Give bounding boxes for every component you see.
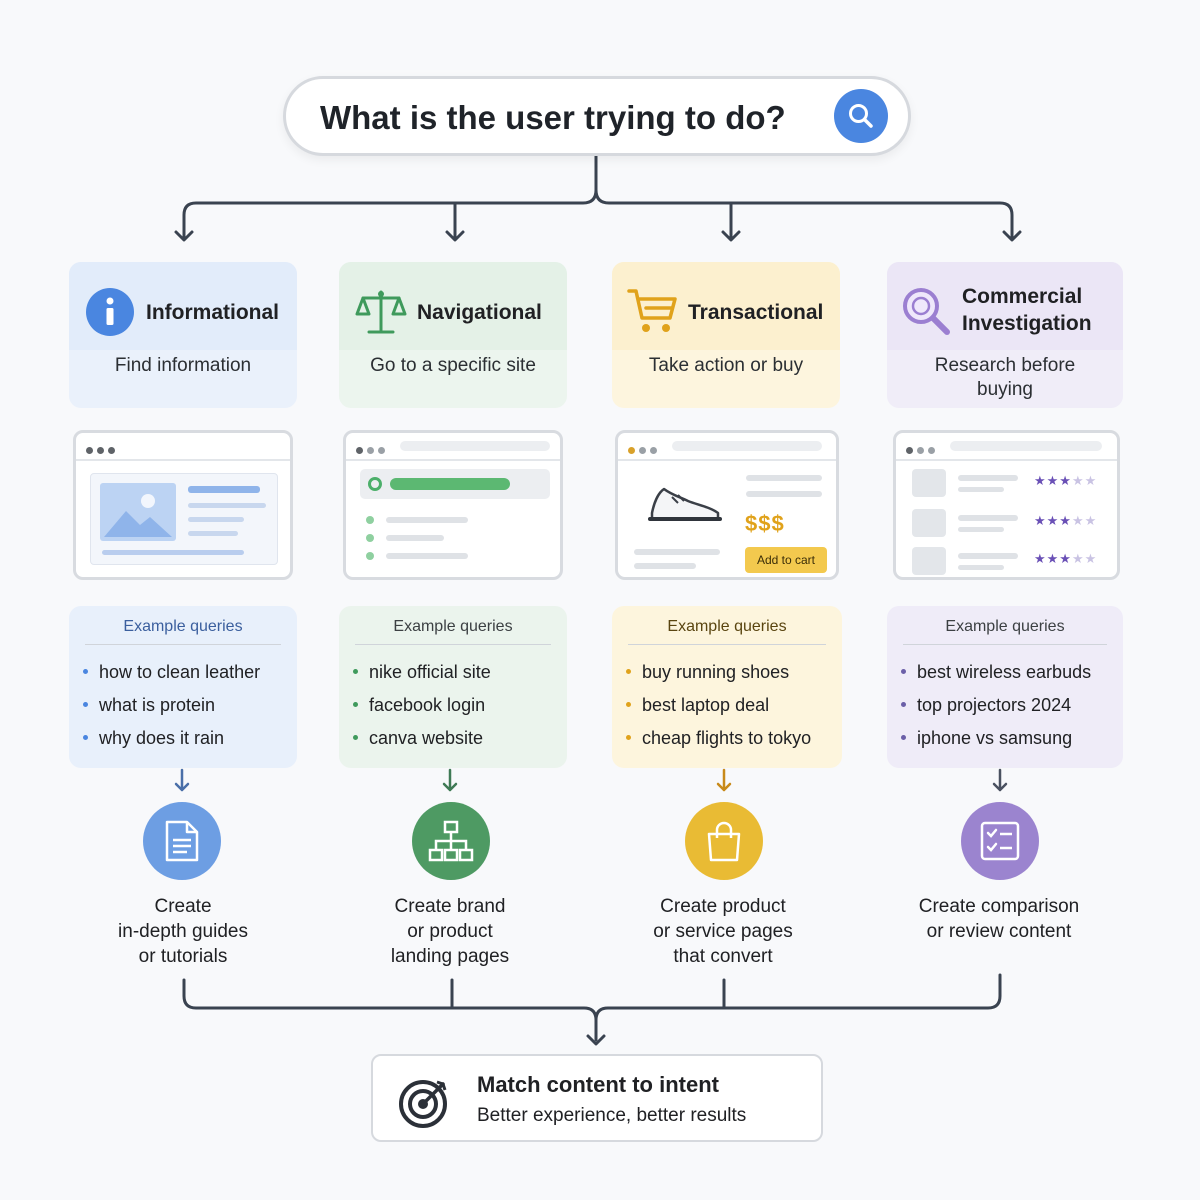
outcome-transactional-badge xyxy=(685,802,763,880)
magnifier-icon xyxy=(903,288,950,335)
mockup-informational xyxy=(73,430,293,580)
examples-navigational: Example queries nike official site faceb… xyxy=(339,606,567,768)
cart-icon xyxy=(627,289,677,332)
examples-commercial: Example queries best wireless earbuds to… xyxy=(887,606,1123,768)
card-navigational: Navigational Go to a specific site xyxy=(339,262,567,408)
examples-title: Example queries xyxy=(123,618,243,635)
outcome-navigational: Create brand or product landing pages xyxy=(390,896,510,967)
list-item: top projectors 2024 xyxy=(901,689,1091,722)
document-icon xyxy=(165,820,199,862)
scales-icon xyxy=(355,290,407,334)
list-item: best wireless earbuds xyxy=(901,656,1091,689)
mockup-commercial: ★★★★★ ★★★★★ ★★★★★ xyxy=(893,430,1120,580)
list-item: iphone vs samsung xyxy=(901,722,1091,755)
list-item: best laptop deal xyxy=(626,689,811,722)
intent-description-line-2: buying xyxy=(977,379,1033,400)
intent-title-line-2: Investigation xyxy=(962,312,1092,335)
list-item: facebook login xyxy=(353,689,491,722)
search-bar[interactable]: What is the user trying to do? xyxy=(283,76,911,156)
rating-stars: ★★★★★ xyxy=(1034,473,1098,488)
intent-description: Find information xyxy=(114,355,252,376)
add-to-cart-button[interactable]: Add to cart xyxy=(745,547,827,573)
list-item: what is protein xyxy=(83,689,260,722)
examples-informational: Example queries how to clean leather wha… xyxy=(69,606,297,768)
price-label: $$$ xyxy=(745,511,785,536)
info-icon xyxy=(86,288,134,336)
sneaker-icon xyxy=(648,487,722,521)
outcome-commercial: Create comparison or review content xyxy=(918,896,1080,942)
card-commercial-investigation: Commercial Investigation Research before… xyxy=(887,262,1123,408)
final-title: Match content to intent xyxy=(477,1072,719,1097)
outcome-transactional: Create product or service pages that con… xyxy=(653,896,793,967)
list-item: how to clean leather xyxy=(83,656,260,689)
examples-title: Example queries xyxy=(393,618,513,635)
sitemap-icon xyxy=(428,820,474,862)
intent-title: Transactional xyxy=(688,301,824,324)
rating-stars: ★★★★★ xyxy=(1034,513,1098,528)
mockup-navigational xyxy=(343,430,563,580)
intent-title: Informational xyxy=(146,301,280,324)
target-icon xyxy=(399,1080,447,1128)
outcome-commercial-badge xyxy=(961,802,1039,880)
checklist-icon xyxy=(980,821,1020,861)
search-icon xyxy=(849,104,873,128)
outcome-navigational-badge xyxy=(412,802,490,880)
intent-description: Take action or buy xyxy=(648,355,804,376)
rating-stars: ★★★★★ xyxy=(1034,551,1098,566)
list-item: nike official site xyxy=(353,656,491,689)
shopping-bag-icon xyxy=(707,821,741,862)
intent-description-line-1: Research before xyxy=(934,355,1076,376)
intent-description: Go to a specific site xyxy=(370,355,536,376)
intent-title-line-1: Commercial xyxy=(962,285,1083,308)
list-item: why does it rain xyxy=(83,722,260,755)
mockup-transactional: $$$ Add to cart xyxy=(615,430,839,580)
examples-title: Example queries xyxy=(945,618,1065,635)
list-item: canva website xyxy=(353,722,491,755)
final-callout: Match content to intent Better experienc… xyxy=(371,1054,823,1142)
intent-title: Navigational xyxy=(417,301,542,324)
examples-title: Example queries xyxy=(667,618,787,635)
card-transactional: Transactional Take action or buy xyxy=(612,262,840,408)
list-item: cheap flights to tokyo xyxy=(626,722,811,755)
examples-transactional: Example queries buy running shoes best l… xyxy=(612,606,842,768)
final-subtitle: Better experience, better results xyxy=(477,1105,747,1126)
search-button[interactable] xyxy=(834,89,888,143)
card-informational: Informational Find information xyxy=(69,262,297,408)
list-item: buy running shoes xyxy=(626,656,811,689)
question-text: What is the user trying to do? xyxy=(320,99,786,136)
outcome-informational-badge xyxy=(143,802,221,880)
image-placeholder-icon xyxy=(100,483,176,541)
outcome-informational: Create in-depth guides or tutorials xyxy=(118,896,248,967)
